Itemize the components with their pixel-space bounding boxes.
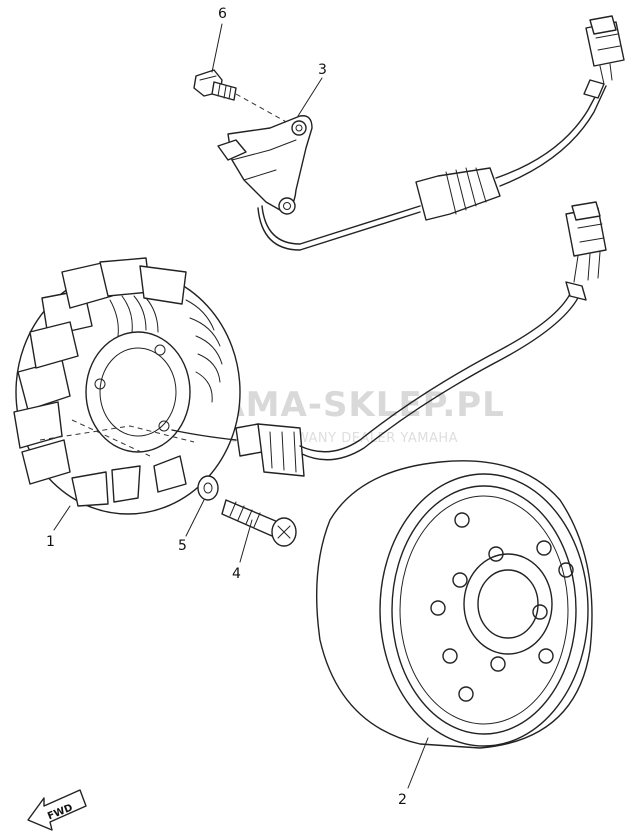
callout-2: 2 <box>398 792 407 808</box>
callout-3: 3 <box>318 62 327 78</box>
callout-4: 4 <box>232 566 241 582</box>
part-5-washer <box>197 475 219 501</box>
part-2-rotor <box>315 460 593 749</box>
fwd-arrow-icon: FWD <box>27 789 87 831</box>
watermark-title: YAMA-SKLEP.PL <box>195 385 505 425</box>
callout-1: 1 <box>46 534 55 550</box>
part-6-screw <box>193 69 291 125</box>
callout-6: 6 <box>218 6 227 22</box>
part-3-pickup-coil <box>217 15 625 251</box>
callout-5: 5 <box>178 538 187 554</box>
part-4-bolt <box>221 499 297 547</box>
part-1-stator <box>13 201 607 515</box>
leader-lines <box>53 23 429 789</box>
